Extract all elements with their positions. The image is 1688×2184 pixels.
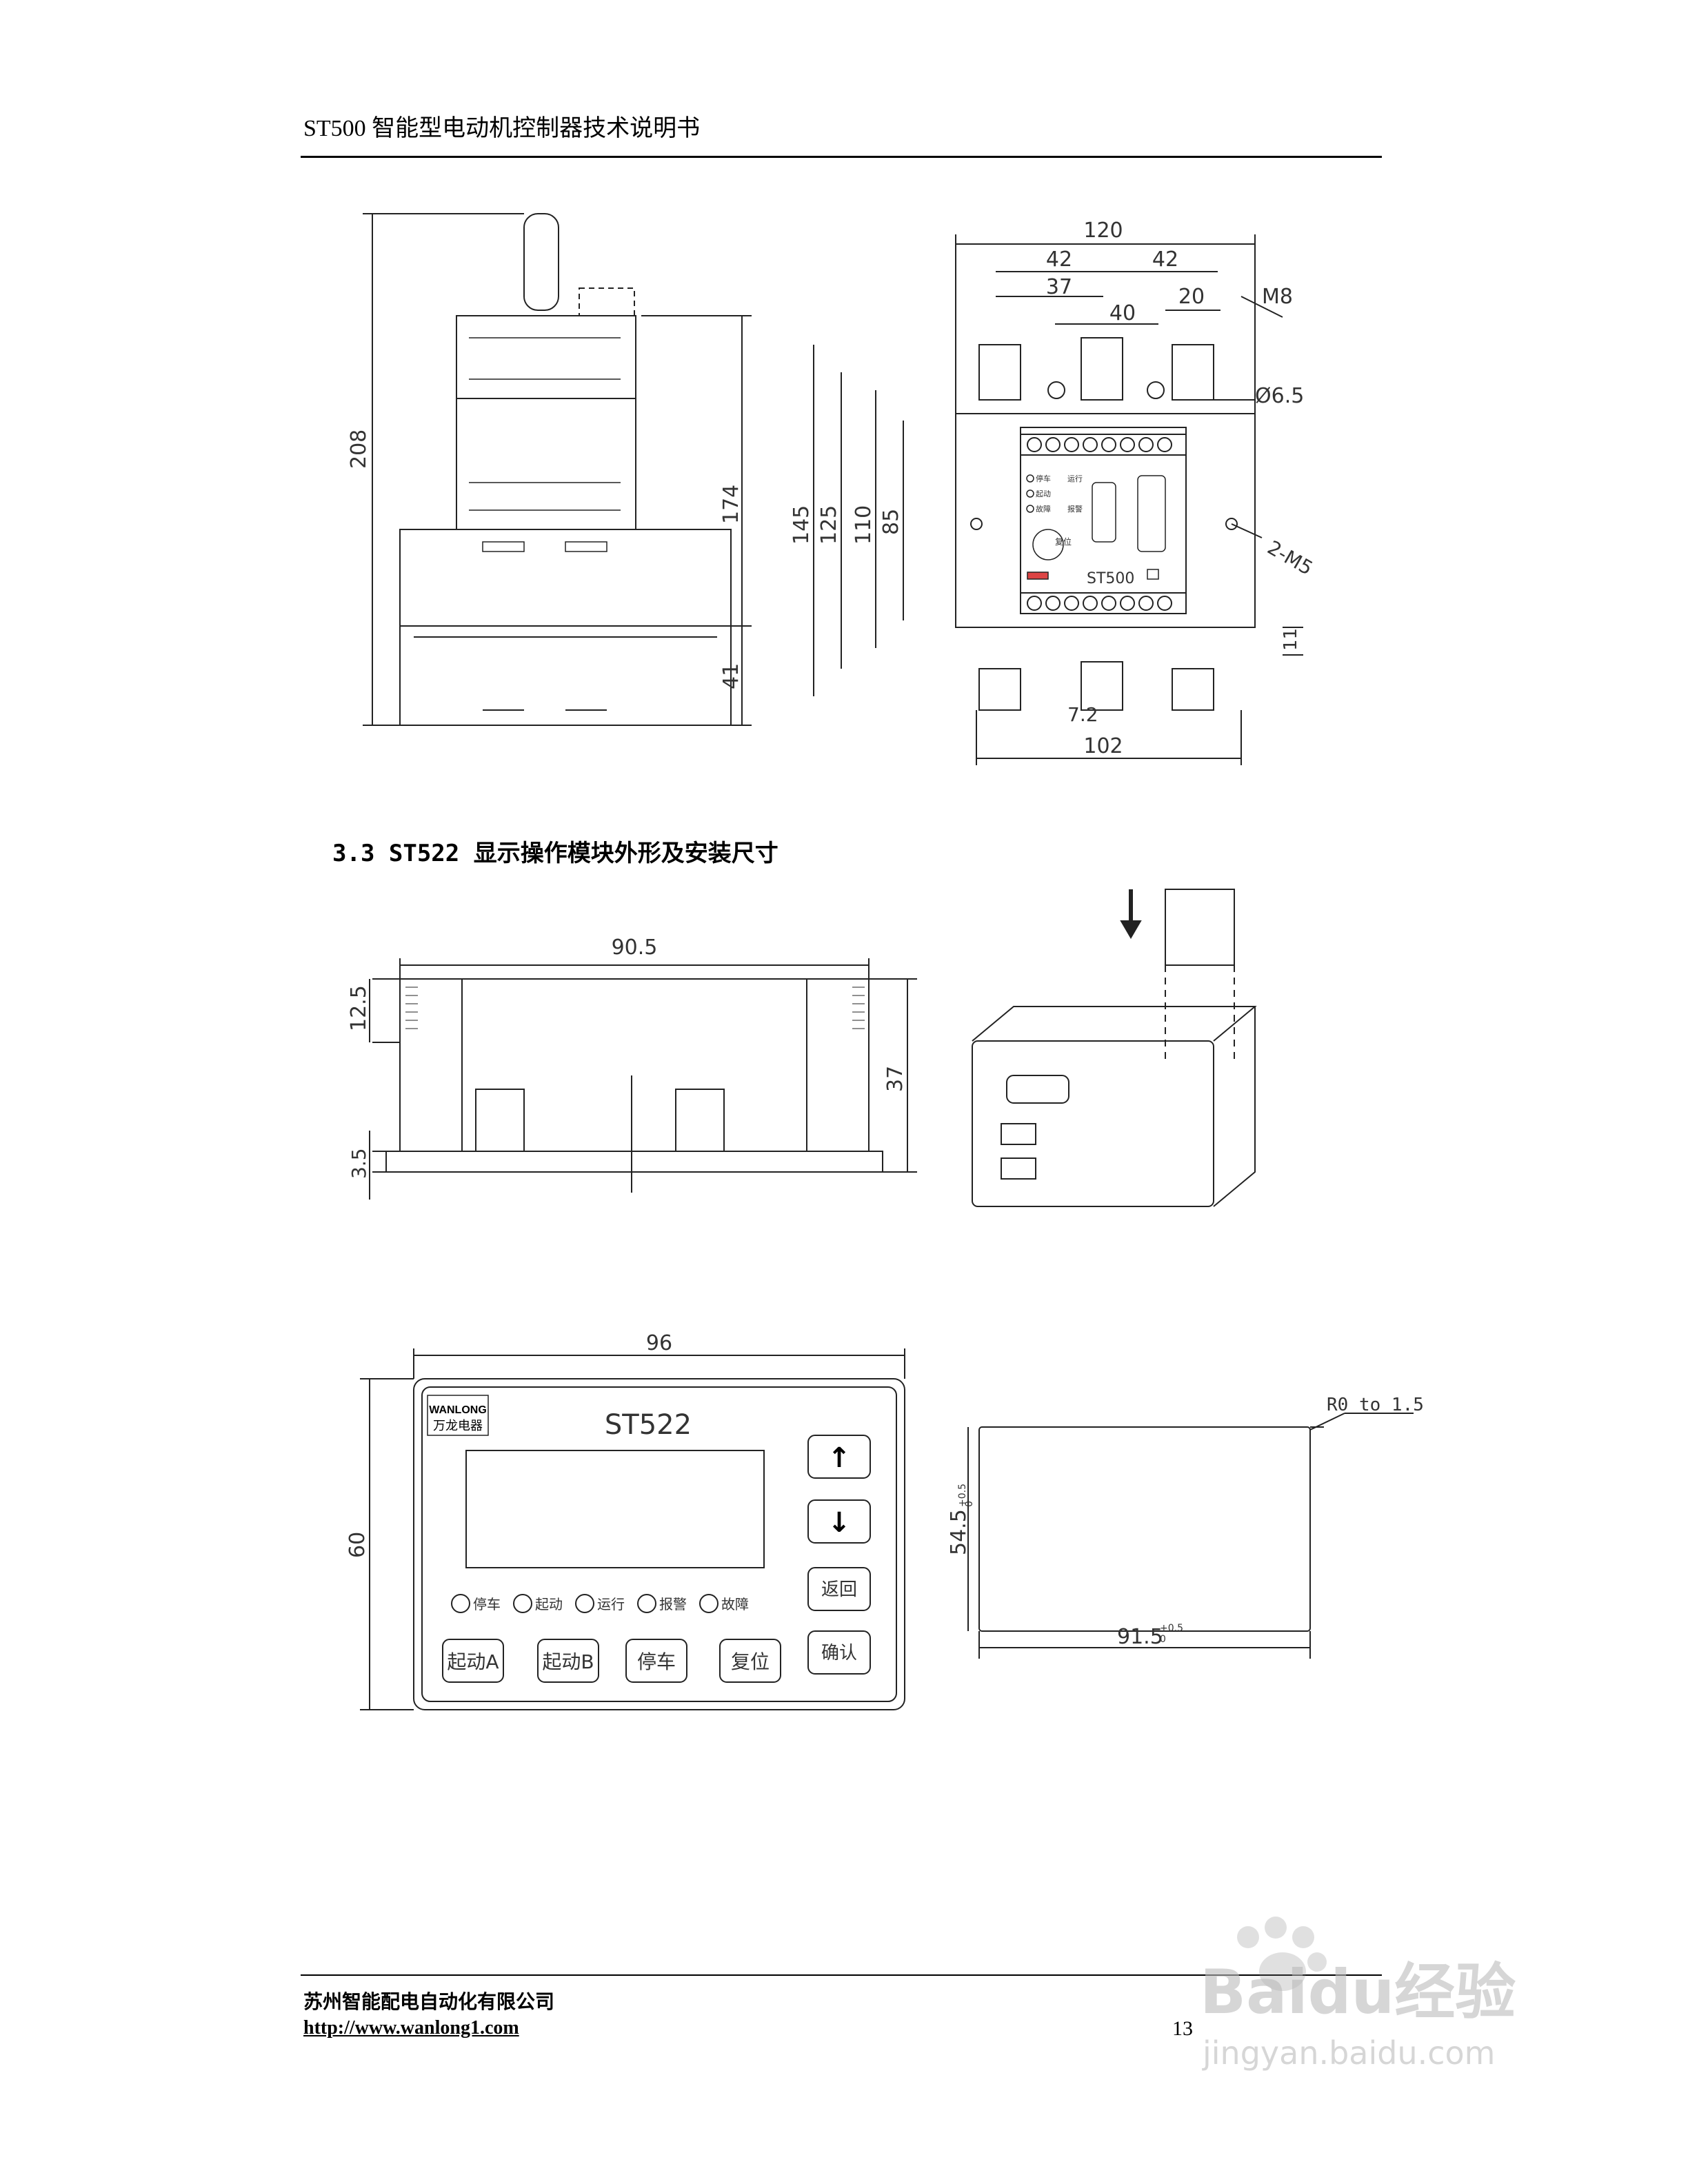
baidu-jingyan-watermark: Baidu经验 jingyan.baidu.com [1200, 1917, 1516, 2072]
dim-3-5: 3.5 [348, 1148, 370, 1179]
dim-42b: 42 [1152, 247, 1178, 272]
cutout-width-tol-low: 0 [1160, 1634, 1166, 1645]
label-hole: Ø6.5 [1255, 384, 1304, 408]
dim-7-2: 7.2 [1067, 703, 1098, 726]
cutout-radius: R0 to 1.5 [1327, 1395, 1424, 1415]
footer-rule [301, 1974, 1382, 1976]
brand-cn: 万龙电器 [433, 1419, 483, 1433]
reset-label: 复位 [1055, 536, 1072, 547]
dim-120: 120 [1083, 219, 1123, 243]
led-label-3: 起动 [1036, 489, 1051, 498]
up-arrow-icon: ↑ [827, 1442, 851, 1474]
side-view-drawing [363, 213, 752, 726]
label-m8: M8 [1262, 285, 1293, 309]
indicator-run: 运行 [597, 1596, 625, 1612]
dim-208: 208 [347, 429, 371, 469]
terminal-strip-top [1020, 434, 1187, 456]
cutout-width-tol: +0.5 [1160, 1623, 1183, 1634]
brand-logo-text: WANLONG [429, 1404, 487, 1416]
indicator-fault: 故障 [721, 1596, 749, 1612]
dim-174: 174 [719, 485, 743, 524]
dim-90-5: 90.5 [612, 936, 658, 960]
cutout-height-tol-low: 0 [964, 1501, 975, 1507]
label-m5: 2-M5 [1264, 536, 1317, 580]
button-start-b: 起动B [542, 1650, 594, 1673]
button-back: 返回 [821, 1579, 857, 1600]
page-number: 13 [1172, 2017, 1193, 2040]
footer-url[interactable]: http://www.wanlong1.com [303, 2017, 519, 2039]
dim-145: 145 [790, 505, 814, 545]
panel-buttons [442, 1435, 871, 1683]
header-rule [301, 156, 1382, 158]
section-heading: 3.3 ST522 显示操作模块外形及安装尺寸 [332, 840, 778, 867]
led-label-1: 停车 [1036, 474, 1051, 483]
dim-11: 11 [1280, 628, 1301, 651]
dim-60: 60 [345, 1532, 370, 1558]
indicator-alarm: 报警 [659, 1596, 687, 1612]
watermark-brand: Baidu经验 [1200, 1957, 1516, 2028]
led-label-5: 报警 [1067, 504, 1083, 514]
dim-20: 20 [1178, 285, 1205, 309]
cutout-height: 54.5 [947, 1509, 971, 1555]
page-header: ST500 智能型电动机控制器技术说明书 [303, 116, 701, 141]
cutout-drawing [967, 1413, 1414, 1659]
panel-indicators [451, 1594, 719, 1613]
button-start-a: 起动A [447, 1650, 499, 1673]
module-side-drawing [369, 958, 917, 1200]
indicator-stop: 停车 [473, 1596, 501, 1612]
panel-drawing [360, 1348, 905, 1710]
device-model-label: ST500 [1087, 570, 1134, 587]
led-label-4: 故障 [1036, 504, 1051, 514]
st500-front-face [1026, 474, 1166, 580]
cutout-height-tol: +0.5 [957, 1484, 968, 1507]
button-stop: 停车 [637, 1650, 676, 1673]
led-label-2: 运行 [1067, 474, 1083, 483]
dim-40: 40 [1109, 301, 1136, 325]
dim-37: 37 [1046, 275, 1072, 299]
dim-42a: 42 [1046, 247, 1072, 272]
front-view-drawing [813, 234, 1303, 765]
button-confirm: 确认 [821, 1643, 857, 1664]
button-reset: 复位 [731, 1650, 770, 1673]
dim-12-5: 12.5 [347, 985, 371, 1031]
dim-85: 85 [879, 509, 903, 535]
dim-102: 102 [1083, 734, 1123, 758]
module-fins [405, 987, 865, 1029]
panel-model: ST522 [605, 1409, 692, 1441]
terminal-strip-bottom [1020, 592, 1187, 614]
dim-41: 41 [719, 663, 743, 689]
footer-company: 苏州智能配电自动化有限公司 [303, 1990, 555, 2013]
dim-96: 96 [646, 1331, 672, 1355]
watermark-site: jingyan.baidu.com [1202, 2034, 1496, 2072]
cutout-width: 91.5 [1117, 1625, 1163, 1649]
down-arrow-icon: ↓ [827, 1507, 851, 1539]
dim-125: 125 [817, 505, 841, 545]
dim-110: 110 [852, 505, 876, 545]
indicator-start: 起动 [535, 1596, 563, 1612]
dim-37-module: 37 [883, 1066, 907, 1092]
module-isometric-drawing [972, 889, 1257, 1207]
